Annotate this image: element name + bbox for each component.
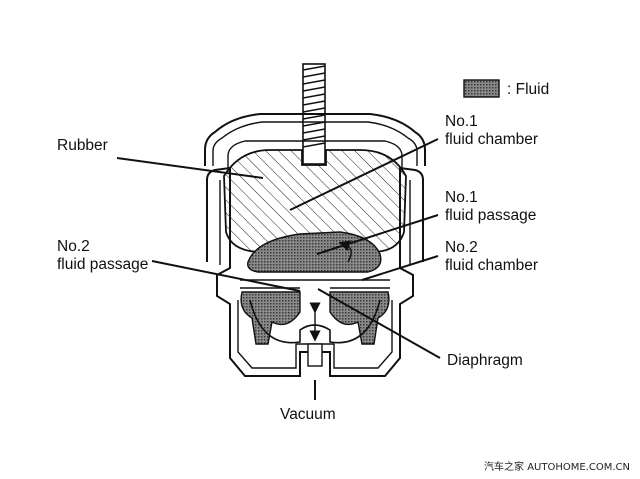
label-diaphragm: Diaphragm <box>447 352 523 369</box>
label-no2-fluid-passage-line1: No.2 <box>57 238 90 255</box>
label-no2-fluid-chamber-line1: No.2 <box>445 239 478 256</box>
label-no1-fluid-passage-line1: No.1 <box>445 189 478 206</box>
top-cap <box>204 113 426 172</box>
legend-fluid-label: : Fluid <box>507 81 550 98</box>
label-vacuum: Vacuum <box>280 406 336 423</box>
label-no1-fluid-chamber-line1: No.1 <box>445 113 478 130</box>
label-no1-fluid-passage-line2: fluid passage <box>445 207 537 224</box>
watermark: 汽车之家 AUTOHOME.COM.CN <box>484 462 630 473</box>
fluid-chamber-2 <box>240 291 390 345</box>
label-rubber: Rubber <box>57 137 108 154</box>
label-no2-fluid-chamber-line2: fluid chamber <box>445 257 539 274</box>
legend-fluid-swatch <box>463 79 500 98</box>
leader-lines <box>116 138 441 400</box>
vacuum-port <box>307 240 352 367</box>
label-no1-fluid-chamber-line2: fluid chamber <box>445 131 539 148</box>
label-no2-fluid-passage-line2: fluid passage <box>57 256 149 273</box>
